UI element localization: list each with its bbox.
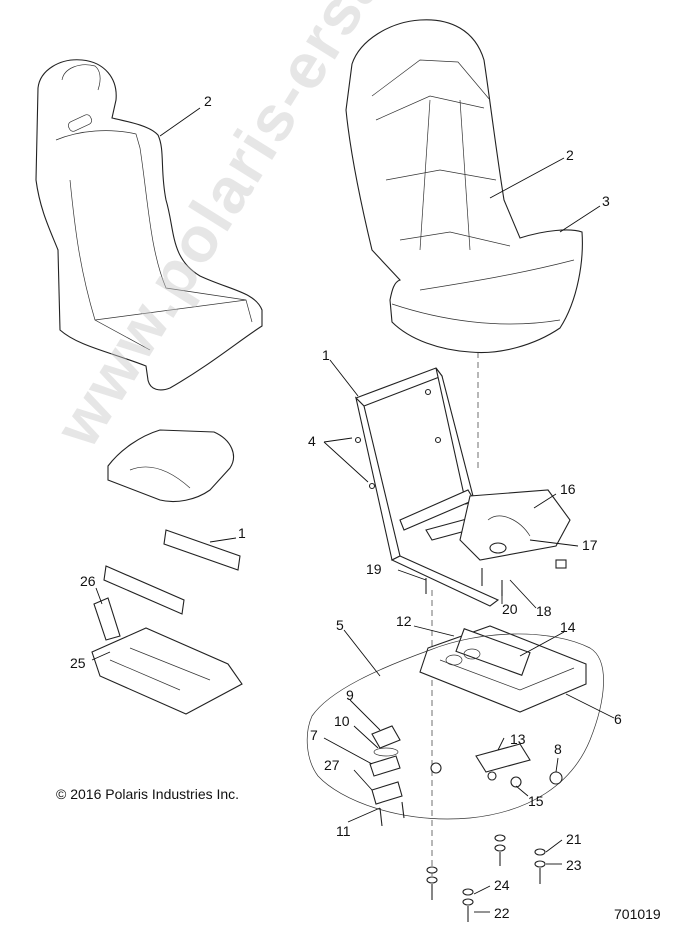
callout-numbers: 2 2 3 1 1 4 16 17 19 20 18 26 25 5 12 14…: [70, 93, 622, 921]
left-seat-base-plate: [107, 429, 234, 503]
callout-label: 17: [582, 537, 598, 553]
callout-label: 12: [396, 613, 412, 629]
strap-13: [475, 743, 531, 773]
callout-label: 1: [238, 525, 246, 541]
callout-label: 18: [536, 603, 552, 619]
callout-label: 20: [502, 601, 518, 617]
callout-label: 19: [366, 561, 382, 577]
callout-label: 1: [322, 347, 330, 363]
seat-bracket-plate: [459, 489, 571, 569]
diagram-reference-number: 701019: [614, 906, 661, 922]
callout-label: 2: [204, 93, 212, 109]
callout-label: 5: [336, 617, 344, 633]
left-seat-shell: [35, 59, 263, 391]
callout-label: 10: [334, 713, 350, 729]
left-frame-tubes: [103, 529, 241, 615]
left-slider-base: [91, 597, 243, 715]
callout-label: 7: [310, 727, 318, 743]
callout-label: 14: [560, 619, 576, 635]
callout-label: 13: [510, 731, 526, 747]
leader-lines: [91, 107, 615, 913]
callout-label: 15: [528, 793, 544, 809]
callout-label: 23: [566, 857, 582, 873]
kit-outline: [306, 633, 604, 820]
callout-label: 8: [554, 741, 562, 757]
seat-slider-assembly: [419, 625, 587, 713]
callout-label: 21: [566, 831, 582, 847]
callout-label: 2: [566, 147, 574, 163]
callout-label: 3: [602, 193, 610, 209]
right-seat-assembly: [345, 19, 583, 354]
callout-label: 27: [324, 757, 340, 773]
callout-label: 26: [80, 573, 96, 589]
callout-label: 6: [614, 711, 622, 727]
callout-label: 16: [560, 481, 576, 497]
callout-label: 11: [336, 823, 351, 839]
callout-label: 22: [494, 905, 510, 921]
latch-parts: [369, 725, 405, 827]
callout-label: 25: [70, 655, 86, 671]
callout-label: 4: [308, 433, 316, 449]
callout-label: 9: [346, 687, 354, 703]
callout-label: 24: [494, 877, 510, 893]
fasteners: [426, 762, 563, 922]
copyright-notice: © 2016 Polaris Industries Inc.: [56, 786, 240, 802]
